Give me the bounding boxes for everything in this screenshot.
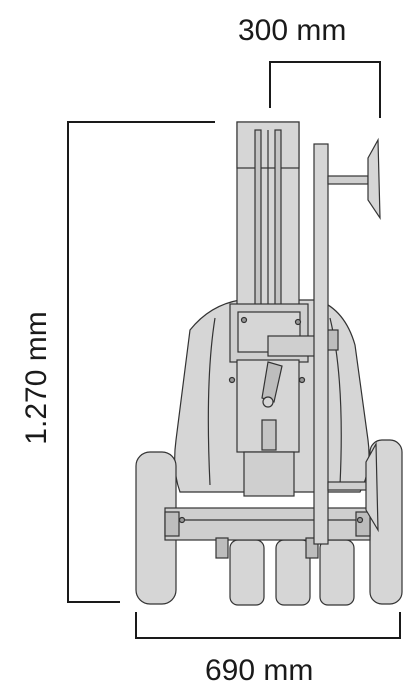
height-dimension-line <box>67 121 215 603</box>
lower-suction-arm <box>327 481 369 491</box>
bolt-3 <box>228 376 236 384</box>
top-width-dimension-line <box>269 61 381 118</box>
bolt-2 <box>294 318 302 326</box>
bottom-width-dimension-line <box>135 612 401 639</box>
upper-suction-arm <box>327 175 369 185</box>
under-cylinder-left <box>215 537 229 559</box>
height-label: 1.270 mm <box>20 311 53 444</box>
mast-inner-rail-left <box>254 129 262 311</box>
rear-leg-left <box>229 539 265 606</box>
body-shell-inner-left <box>207 317 216 486</box>
bolt-5 <box>178 516 186 524</box>
bottom-width-label: 690 mm <box>205 654 313 687</box>
bolt-4 <box>298 376 306 384</box>
bolt-1 <box>240 316 248 324</box>
chassis-right-cap <box>355 511 371 537</box>
upper-suction-cup <box>367 137 381 221</box>
carriage-bracket <box>267 335 321 357</box>
vertical-plate <box>313 143 329 545</box>
chassis-frame <box>164 507 371 541</box>
rear-leg-middle <box>275 539 311 606</box>
top-width-label: 300 mm <box>238 14 346 47</box>
chassis-left-cap <box>164 511 180 537</box>
bolt-6 <box>356 516 364 524</box>
rear-leg-right <box>319 539 355 606</box>
dimension-lines <box>67 61 401 639</box>
machine <box>135 121 403 606</box>
mast-base-block <box>243 451 295 497</box>
mast-inner-rail-right <box>274 129 282 311</box>
linkage-pivot <box>262 396 274 408</box>
lower-suction-cup <box>365 441 379 533</box>
linkage-arm <box>261 361 283 403</box>
mast-lower-rail <box>261 419 277 451</box>
